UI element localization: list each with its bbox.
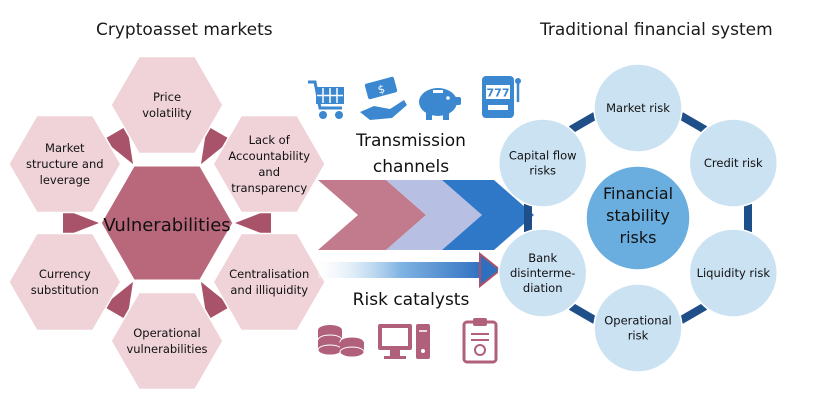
hex-centralisation-line: and illiquidity xyxy=(230,283,308,297)
ring-connector xyxy=(678,302,708,324)
piggy-bank-icon xyxy=(419,88,461,120)
hex-currency-line: Currency xyxy=(39,267,91,281)
hex-operational-line: vulnerabilities xyxy=(126,342,207,356)
hex-centralisation-line: Centralisation xyxy=(229,267,309,281)
financial-stability-circle: Financial stability risks xyxy=(585,165,691,271)
risk-bank-line: disinterme- xyxy=(510,266,576,280)
risk-catalyst-arrow xyxy=(318,251,502,289)
clipboard-icon xyxy=(462,318,498,364)
right-title: Traditional financial system xyxy=(540,20,773,40)
chevron-1 xyxy=(318,180,426,250)
hex-market-structure: Market structure and leverage xyxy=(7,114,122,214)
money-hand-icon: $ xyxy=(360,76,407,120)
ring-connectors xyxy=(524,112,752,324)
hex-currency: Currency substitution xyxy=(7,232,122,332)
svg-text:$: $ xyxy=(376,82,386,96)
hex-accountability-line: Lack of xyxy=(249,133,291,147)
ring-connector xyxy=(568,302,598,324)
hex-market-structure-line: leverage xyxy=(40,173,90,187)
hex-connector xyxy=(102,125,133,165)
chevron-2 xyxy=(386,180,482,250)
financial-center-line-1: Financial xyxy=(603,184,673,203)
hex-price-line: volatility xyxy=(142,106,192,120)
hex-currency-line: substitution xyxy=(31,283,99,297)
risk-operational-line: risk xyxy=(628,329,649,343)
hex-market-structure-line: Market xyxy=(45,141,85,155)
hex-connector xyxy=(102,281,133,321)
computer-icon xyxy=(378,324,430,359)
hex-price: Price volatility xyxy=(110,55,224,155)
left-title: Cryptoasset markets xyxy=(96,20,273,40)
risk-capital-flow-line: risks xyxy=(529,164,556,178)
svg-text:777: 777 xyxy=(487,87,510,100)
ring-connector xyxy=(568,112,598,134)
slot-machine-icon: 777 xyxy=(482,76,521,118)
hex-market-structure-line: structure and xyxy=(26,157,103,171)
vulnerabilities-hex: Vulnerabilities xyxy=(100,165,234,281)
risk-bank-line: diation xyxy=(523,281,563,295)
chevron-3 xyxy=(442,180,534,250)
hex-connector xyxy=(235,209,271,237)
hex-connector xyxy=(63,209,99,237)
hex-connector xyxy=(201,125,232,165)
hex-accountability-line: and xyxy=(258,165,280,179)
ring-connector xyxy=(744,204,752,232)
hex-accountability: Lack of Accountability and transparency xyxy=(212,114,327,214)
risk-catalysts-label: Risk catalysts xyxy=(353,290,470,310)
hex-price-line: Price xyxy=(153,90,181,104)
transmission-label-1: Transmission xyxy=(355,131,466,151)
hex-connector xyxy=(201,281,232,321)
risk-credit-line: Credit risk xyxy=(704,156,763,170)
coins-icon xyxy=(317,325,365,358)
transmission-label-2: channels xyxy=(373,157,449,177)
risk-market: Market risk xyxy=(593,63,683,153)
hex-operational-line: Operational xyxy=(133,326,200,340)
financial-center-line-2: stability xyxy=(606,206,670,225)
hex-connectors xyxy=(63,125,271,321)
hex-accountability-line: transparency xyxy=(231,181,307,195)
shopping-cart-icon xyxy=(308,80,344,119)
risk-liquidity: Liquidity risk xyxy=(688,228,779,318)
ring-connector xyxy=(524,204,532,232)
vulnerabilities-label: Vulnerabilities xyxy=(103,215,230,236)
risk-bank-line: Bank xyxy=(528,251,557,265)
financial-center-line-3: risks xyxy=(620,228,657,247)
risk-market-line: Market risk xyxy=(606,101,670,115)
hex-centralisation: Centralisation and illiquidity xyxy=(212,232,327,332)
transmission-chevrons xyxy=(318,180,534,250)
hex-operational: Operational vulnerabilities xyxy=(110,291,224,391)
ring-connector xyxy=(678,112,708,134)
hex-accountability-line: Accountability xyxy=(228,149,310,163)
risk-credit: Credit risk xyxy=(688,118,779,208)
risk-operational-line: Operational xyxy=(604,314,671,328)
risk-capital-flow-line: Capital flow xyxy=(509,149,577,163)
risk-liquidity-line: Liquidity risk xyxy=(697,266,771,280)
